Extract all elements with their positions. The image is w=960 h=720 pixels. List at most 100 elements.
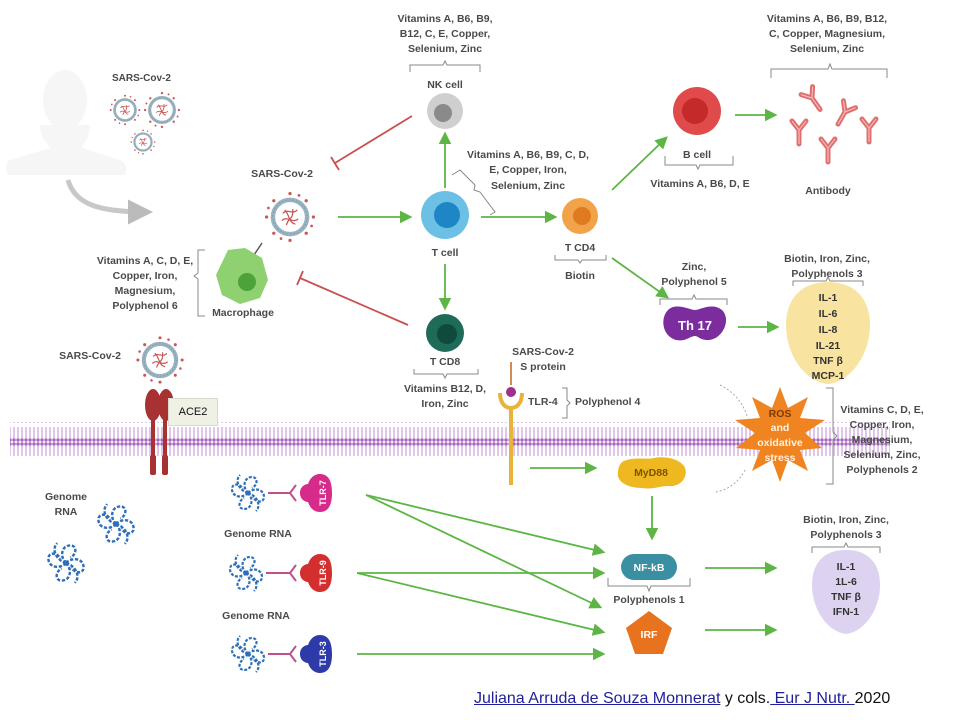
svg-text:Biotin, Iron, Zinc,: Biotin, Iron, Zinc, bbox=[803, 514, 889, 526]
cytokines-bottom-blob bbox=[812, 550, 880, 634]
svg-text:Magnesium,: Magnesium, bbox=[115, 285, 176, 297]
irf-label: IRF bbox=[641, 629, 659, 641]
citation-year: 2020 bbox=[854, 690, 891, 707]
tlr3-label: TLR-3 bbox=[318, 641, 328, 667]
svg-text:Vitamins A, C, D, E,: Vitamins A, C, D, E, bbox=[97, 255, 193, 267]
myd88-label: MyD88 bbox=[634, 467, 668, 479]
svg-text:Iron, Zinc: Iron, Zinc bbox=[421, 398, 468, 410]
rna-icon bbox=[228, 553, 264, 593]
svg-text:Vitamins A, B6, B9,: Vitamins A, B6, B9, bbox=[397, 13, 492, 25]
irf-shape bbox=[626, 611, 672, 654]
svg-text:IL-1: IL-1 bbox=[837, 561, 856, 573]
svg-text:Vitamins A, B6, B9, C, D,: Vitamins A, B6, B9, C, D, bbox=[467, 149, 589, 161]
macrophage-label: Macrophage bbox=[212, 307, 274, 319]
tlr3-receptor bbox=[300, 635, 332, 673]
t-cd8-label: T CD8 bbox=[430, 356, 460, 368]
svg-text:RNA: RNA bbox=[55, 506, 78, 518]
svg-text:Vitamins B12, D,: Vitamins B12, D, bbox=[404, 383, 486, 395]
svg-text:E, Copper, Iron,: E, Copper, Iron, bbox=[489, 164, 567, 176]
nfkb-shape bbox=[621, 554, 677, 580]
svg-text:IL-6: IL-6 bbox=[819, 308, 838, 320]
th17-label: Th 17 bbox=[678, 318, 712, 333]
myd88-shape bbox=[617, 457, 686, 489]
ace2-label: ACE2 bbox=[168, 398, 218, 426]
t-cd8-nucleus bbox=[437, 324, 457, 344]
svg-text:Vitamins A, B6, B9, B12,: Vitamins A, B6, B9, B12, bbox=[767, 13, 887, 25]
nk-cell-nutrients: Vitamins A, B6, B9, B12, C, E, Copper, S… bbox=[397, 13, 492, 55]
t-cd4-label: T CD4 bbox=[565, 242, 595, 254]
macrophage-nucleus bbox=[238, 273, 256, 291]
svg-text:SARS-Cov-2: SARS-Cov-2 bbox=[512, 346, 574, 358]
th17-cell bbox=[663, 306, 727, 341]
svg-text:Polyphenols 2: Polyphenols 2 bbox=[846, 464, 917, 476]
citation: Juliana Arruda de Souza Monnerat y cols.… bbox=[474, 690, 890, 708]
author-link[interactable]: Juliana Arruda de Souza Monnerat bbox=[474, 690, 721, 707]
th17-nutrients: Zinc, Polyphenol 5 bbox=[661, 261, 727, 288]
s-protein-label: SARS-Cov-2 S protein bbox=[512, 346, 574, 373]
svg-text:ROS: ROS bbox=[769, 408, 792, 420]
svg-text:IL-1: IL-1 bbox=[819, 292, 838, 304]
inhibition-lines bbox=[296, 115, 413, 326]
svg-text:C, Copper, Magnesium,: C, Copper, Magnesium, bbox=[769, 28, 885, 40]
nfkb-nutrient: Polyphenols 1 bbox=[613, 594, 684, 606]
infection-arrow bbox=[65, 179, 153, 225]
s-protein-icon bbox=[506, 387, 516, 397]
virus-mid-label: SARS-Cov-2 bbox=[251, 168, 313, 180]
cytokines-bottom-nutrients: Biotin, Iron, Zinc, Polyphenols 3 bbox=[803, 514, 889, 541]
svg-text:stress: stress bbox=[765, 452, 796, 464]
svg-text:Polyphenol 5: Polyphenol 5 bbox=[661, 276, 727, 288]
virus-icon bbox=[129, 128, 157, 156]
t-cell-nucleus bbox=[434, 202, 460, 228]
virus-icon bbox=[142, 90, 182, 130]
tlr7-receptor bbox=[300, 474, 332, 512]
t-cell-nutrients: Vitamins A, B6, B9, C, D, E, Copper, Iro… bbox=[467, 149, 589, 192]
tlr4-nutrient: Polyphenol 4 bbox=[575, 396, 641, 408]
ros-star bbox=[735, 387, 825, 482]
cytokines-top-nutrients: Biotin, Iron, Zinc, Polyphenols 3 bbox=[784, 253, 870, 280]
virus-icon bbox=[108, 93, 142, 127]
virus-top-label: SARS-Cov-2 bbox=[112, 73, 171, 84]
genome-rna-left-label: Genome RNA bbox=[45, 491, 87, 518]
antibody-nutrients: Vitamins A, B6, B9, B12, C, Copper, Magn… bbox=[767, 13, 887, 55]
svg-text:S protein: S protein bbox=[520, 361, 566, 373]
antibody-icons bbox=[792, 87, 876, 162]
svg-text:Selenium, Zinc: Selenium, Zinc bbox=[491, 180, 565, 192]
cytokines-top-blob bbox=[786, 282, 870, 384]
svg-text:Selenium, Zinc: Selenium, Zinc bbox=[790, 43, 864, 55]
svg-text:1L-6: 1L-6 bbox=[835, 576, 857, 588]
svg-text:IL-21: IL-21 bbox=[816, 340, 841, 352]
activation-arrows bbox=[338, 108, 780, 661]
svg-text:Genome: Genome bbox=[45, 491, 87, 503]
ros-nutrients: Vitamins C, D, E, Copper, Iron, Magnesiu… bbox=[840, 404, 923, 476]
citation-middle: y cols. bbox=[720, 690, 771, 707]
svg-text:TNF β: TNF β bbox=[813, 355, 843, 367]
svg-text:Polyphenol 6: Polyphenol 6 bbox=[112, 300, 178, 312]
tlr9-receptor bbox=[300, 554, 332, 592]
rna-icon bbox=[97, 502, 135, 546]
svg-text:Biotin, Iron, Zinc,: Biotin, Iron, Zinc, bbox=[784, 253, 870, 265]
cell-membrane bbox=[10, 422, 890, 456]
svg-text:B12, C, E, Copper,: B12, C, E, Copper, bbox=[400, 28, 491, 40]
person-icon bbox=[5, 70, 127, 175]
b-cell-nutrients: Vitamins A, B6, D, E bbox=[650, 178, 749, 190]
virus-ace2-label: SARS-Cov-2 bbox=[59, 350, 121, 362]
tlr7-label: TLR-7 bbox=[318, 480, 328, 506]
t-cd8-nutrients: Vitamins B12, D, Iron, Zinc bbox=[404, 383, 486, 410]
b-cell-nucleus bbox=[682, 98, 708, 124]
svg-text:Polyphenols 3: Polyphenols 3 bbox=[791, 268, 862, 280]
antibody-label: Antibody bbox=[805, 185, 851, 197]
nk-cell-label: NK cell bbox=[427, 79, 463, 91]
t-cd4-nutrient: Biotin bbox=[565, 270, 595, 282]
journal-link[interactable]: Eur J Nutr. bbox=[770, 690, 855, 707]
macrophage-nutrients: Vitamins A, C, D, E, Copper, Iron, Magne… bbox=[97, 255, 193, 312]
svg-text:Copper, Iron,: Copper, Iron, bbox=[850, 419, 915, 431]
svg-text:oxidative: oxidative bbox=[757, 437, 803, 449]
virus-icon bbox=[136, 336, 183, 383]
svg-text:IFN-1: IFN-1 bbox=[833, 606, 859, 618]
nfkb-label: NF-kB bbox=[634, 562, 665, 574]
svg-text:Vitamins C, D, E,: Vitamins C, D, E, bbox=[840, 404, 923, 416]
svg-text:Magnesium,: Magnesium, bbox=[852, 434, 913, 446]
genome-rna-mid-label: Genome RNA bbox=[224, 528, 292, 540]
cytokines-top-list: IL-1 IL-6 IL-8 IL-21 TNF β MCP-1 bbox=[812, 292, 845, 382]
